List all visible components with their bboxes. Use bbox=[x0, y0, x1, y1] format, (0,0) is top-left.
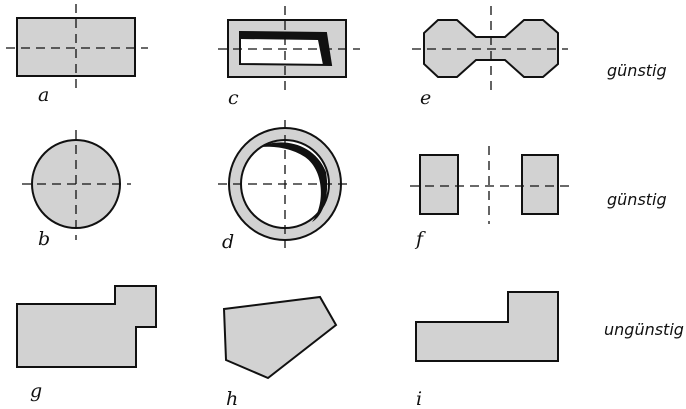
figure-a-label: a bbox=[38, 84, 49, 106]
figure-i: i bbox=[415, 291, 559, 409]
rating-row-3: ungünstig bbox=[604, 320, 684, 339]
figure-g: g bbox=[16, 285, 157, 402]
figure-a: a bbox=[6, 4, 148, 106]
rating-row-2: günstig bbox=[607, 190, 667, 209]
figure-f: f bbox=[410, 146, 570, 250]
figure-g-shape bbox=[16, 285, 157, 368]
figure-f-label: f bbox=[414, 228, 426, 250]
figure-c: c bbox=[218, 6, 360, 109]
figure-i-label: i bbox=[416, 388, 422, 409]
figure-d-label: d bbox=[222, 231, 234, 253]
figure-f-right-shape bbox=[521, 154, 559, 215]
rating-row-1: günstig bbox=[607, 61, 667, 80]
figure-b: b bbox=[22, 130, 131, 250]
figure-h-label: h bbox=[226, 388, 238, 409]
figure-i-shape bbox=[415, 291, 559, 362]
figure-g-label: g bbox=[30, 380, 42, 402]
figure-d: d bbox=[218, 120, 352, 253]
figure-h: h bbox=[222, 295, 338, 409]
figure-h-shape bbox=[222, 295, 338, 380]
figure-e: e bbox=[412, 6, 568, 109]
figure-c-label: c bbox=[228, 87, 239, 109]
figure-f-left-shape bbox=[419, 154, 459, 215]
figure-e-label: e bbox=[420, 87, 431, 109]
figure-b-label: b bbox=[38, 228, 50, 250]
